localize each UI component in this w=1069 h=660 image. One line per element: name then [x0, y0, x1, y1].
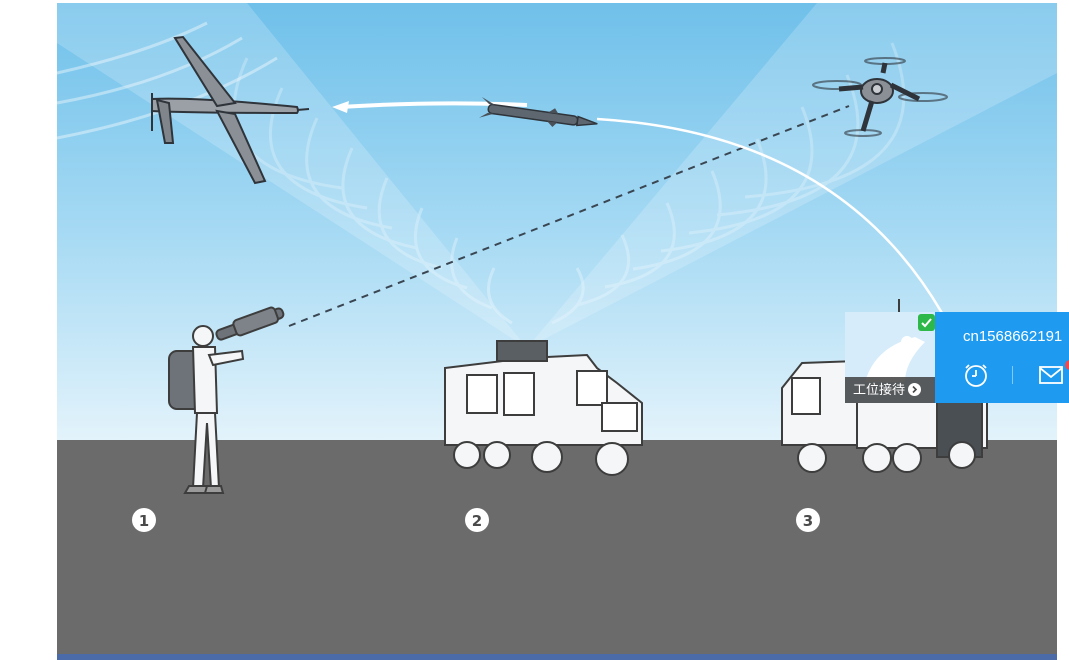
- radar-beam-left: [57, 3, 527, 348]
- step-marker-2: 2: [465, 508, 489, 532]
- soldier-with-jammer-icon: [168, 306, 285, 494]
- check-icon: [921, 318, 932, 328]
- fixed-wing-drone-icon: [151, 35, 310, 185]
- step-marker-3: 3: [796, 508, 820, 532]
- bottom-strip: [57, 654, 1057, 660]
- laser-beam-line: [288, 105, 850, 327]
- step-marker-1: 1: [132, 508, 156, 532]
- unread-badge: [1065, 360, 1069, 370]
- svg-text:1: 1: [139, 512, 149, 530]
- chevron-right-icon: [908, 383, 922, 397]
- ground: [57, 440, 1057, 660]
- mail-button[interactable]: [1038, 362, 1064, 388]
- quadcopter-drone-icon: [812, 57, 948, 137]
- agent-avatar[interactable]: 工位接待: [845, 312, 935, 403]
- clock-button[interactable]: [963, 362, 989, 388]
- missile-trajectory: [596, 117, 944, 314]
- button-divider: [1012, 366, 1013, 384]
- agent-panel: cn1568662191: [935, 312, 1069, 403]
- online-status-badge: [918, 314, 935, 331]
- clock-icon: [965, 364, 987, 387]
- svg-text:2: 2: [472, 512, 482, 530]
- arrow-head-icon: [332, 101, 349, 113]
- agent-avatar-label[interactable]: 工位接待: [845, 377, 935, 403]
- missile-trajectory-arrow: [339, 101, 528, 109]
- counter-drone-illustration: 1 2 3: [57, 3, 1057, 660]
- agent-username[interactable]: cn1568662191: [963, 328, 1063, 345]
- mail-icon: [1039, 366, 1063, 384]
- radar-beam-right: [527, 3, 1057, 348]
- customer-service-widget[interactable]: 工位接待 cn1568662191: [845, 312, 1069, 403]
- agent-label-text: 工位接待: [853, 382, 906, 397]
- svg-text:3: 3: [803, 512, 813, 530]
- missile: [478, 96, 598, 128]
- vehicle-radar-truck-icon: [444, 340, 643, 476]
